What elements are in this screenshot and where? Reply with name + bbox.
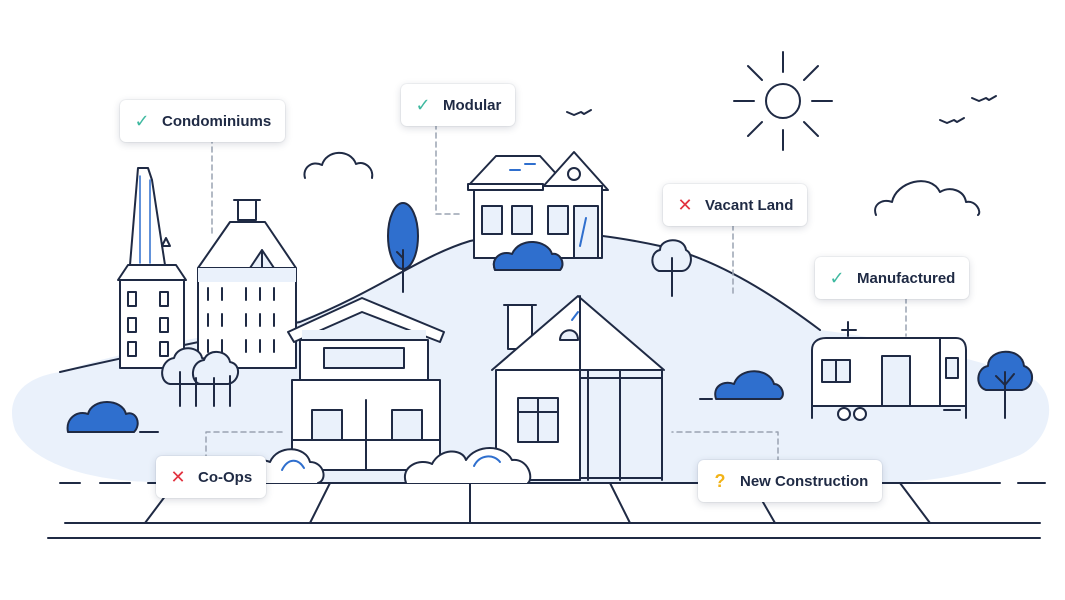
modular-label: ✓ Modular <box>401 84 516 126</box>
cloud-filled-icon <box>714 370 784 400</box>
co-ops-text: Co-Ops <box>198 468 253 486</box>
coop-house <box>287 297 445 471</box>
question-icon: ? <box>714 470 726 491</box>
cloud-outline-icon <box>303 151 374 179</box>
condominiums-text: Condominiums <box>162 112 272 130</box>
modular-text: Modular <box>443 96 502 114</box>
vacant-land-label: ✕ Vacant Land <box>663 184 808 226</box>
check-icon: ✓ <box>829 267 845 289</box>
bird-icons <box>566 95 997 124</box>
callout-leaders <box>205 123 907 463</box>
sun-icon <box>733 51 833 151</box>
cross-icon: ✕ <box>677 194 693 216</box>
co-ops-label: ✕ Co-Ops <box>156 456 267 498</box>
manufactured-text: Manufactured <box>857 269 956 287</box>
new-construction-label: ? New Construction <box>698 460 883 502</box>
new-construction-text: New Construction <box>740 472 869 490</box>
tree-icon <box>387 202 419 293</box>
condominiums-label: ✓ Condominiums <box>120 100 286 142</box>
check-icon: ✓ <box>134 110 150 132</box>
condo-tower <box>117 167 187 369</box>
cloud-outline-icon <box>874 180 981 216</box>
tree-icon <box>977 350 1033 419</box>
check-icon: ✓ <box>415 94 431 116</box>
manufactured-home <box>811 321 967 421</box>
tree-icon <box>651 239 692 297</box>
cloud-filled-icon <box>66 401 139 433</box>
condo-building <box>197 199 297 369</box>
cross-icon: ✕ <box>170 466 186 488</box>
vacant-land-text: Vacant Land <box>705 196 794 214</box>
tree-cluster <box>161 347 239 407</box>
ground-lines <box>47 482 1046 539</box>
manufactured-label: ✓ Manufactured <box>815 257 970 299</box>
